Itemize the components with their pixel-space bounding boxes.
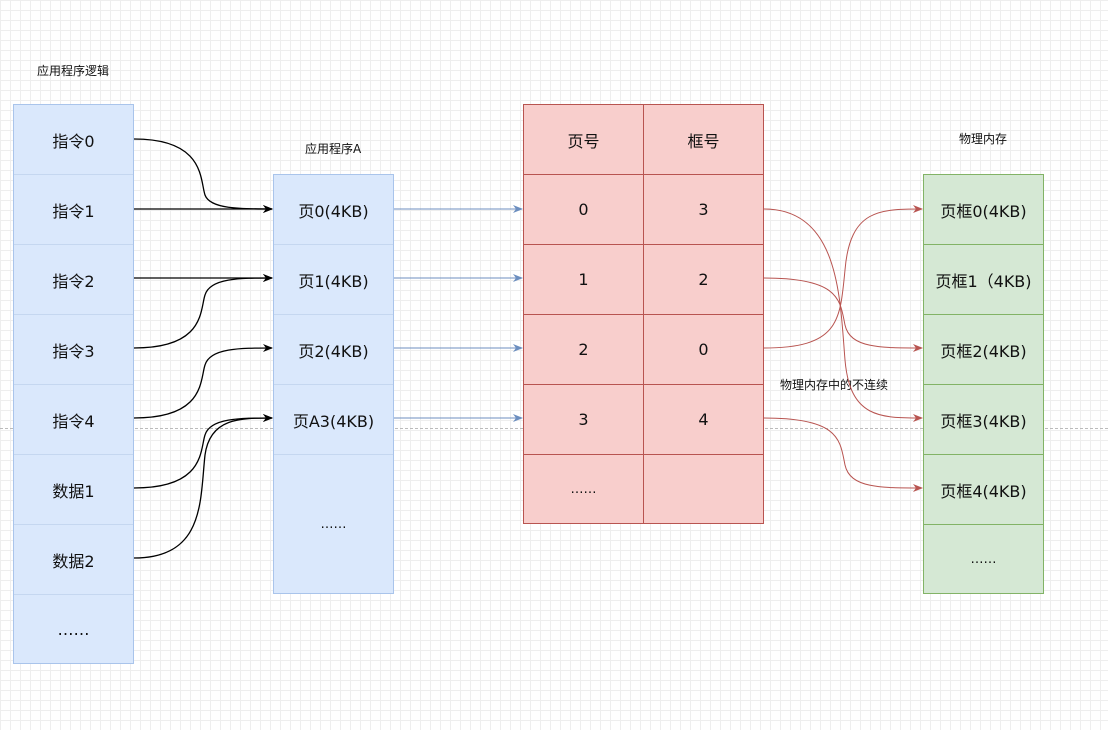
arrow-data1-to-page3 bbox=[133, 414, 273, 489]
frame-cell[interactable]: 页框3(4KB) bbox=[924, 385, 1043, 455]
table-header-frame-number: 框号 bbox=[644, 105, 763, 175]
logic-cell[interactable]: 指令1 bbox=[14, 175, 133, 245]
table-cell[interactable]: 0 bbox=[524, 175, 644, 245]
frame-cell[interactable]: 页框0(4KB) bbox=[924, 175, 1043, 245]
table-cell[interactable]: …… bbox=[524, 455, 644, 523]
arrow-row1-to-frame2 bbox=[763, 277, 923, 352]
table-header-page-number: 页号 bbox=[524, 105, 644, 175]
logic-cell[interactable]: 指令2 bbox=[14, 245, 133, 315]
arrow-row2-to-frame0 bbox=[763, 205, 923, 349]
arrow-row3-to-frame4 bbox=[763, 417, 923, 492]
table-cell[interactable]: 3 bbox=[524, 385, 644, 455]
logic-cell[interactable]: …… bbox=[57, 619, 90, 639]
app-pages-column: 页0(4KB) 页1(4KB) 页2(4KB) 页A3(4KB) …… bbox=[273, 174, 394, 594]
logic-column: 指令0 指令1 指令2 指令3 指令4 数据1 数据2 …… bbox=[13, 104, 134, 664]
logic-cell[interactable]: 数据1 bbox=[14, 455, 133, 525]
frame-cell[interactable]: …… bbox=[970, 551, 997, 567]
arrow-instr4-to-page2 bbox=[133, 344, 273, 419]
logic-title: 应用程序逻辑 bbox=[37, 64, 110, 78]
page-cell[interactable]: 页1(4KB) bbox=[274, 245, 393, 315]
physical-memory-title: 物理内存 bbox=[959, 132, 1008, 146]
arrow-instr3-to-page1 bbox=[133, 274, 273, 349]
frame-cell[interactable]: 页框2(4KB) bbox=[924, 315, 1043, 385]
page-cell[interactable]: 页0(4KB) bbox=[274, 175, 393, 245]
logic-cell[interactable]: 指令4 bbox=[14, 385, 133, 455]
physical-frames-column: 页框0(4KB) 页框1（4KB) 页框2(4KB) 页框3(4KB) 页框4(… bbox=[923, 174, 1044, 594]
app-title: 应用程序A bbox=[305, 142, 362, 156]
frame-cell[interactable]: 页框1（4KB) bbox=[924, 245, 1043, 315]
table-cell[interactable]: 0 bbox=[644, 315, 763, 385]
table-cell[interactable]: 1 bbox=[524, 245, 644, 315]
page-table: 页号 框号 0 3 1 2 2 0 3 4 …… bbox=[523, 104, 764, 524]
arrow-data2-to-page3 bbox=[133, 414, 273, 559]
table-cell[interactable]: 4 bbox=[644, 385, 763, 455]
discontinuous-note: 物理内存中的不连续 bbox=[780, 378, 889, 392]
arrow-row0-to-frame3 bbox=[763, 208, 923, 422]
page-cell[interactable]: …… bbox=[320, 516, 347, 532]
page-cell[interactable]: 页2(4KB) bbox=[274, 315, 393, 385]
table-cell[interactable]: 2 bbox=[524, 315, 644, 385]
logic-cell[interactable]: 指令3 bbox=[14, 315, 133, 385]
table-cell[interactable]: 2 bbox=[644, 245, 763, 315]
table-cell[interactable]: 3 bbox=[644, 175, 763, 245]
logic-cell[interactable]: 数据2 bbox=[14, 525, 133, 595]
arrow-instr0-to-page0 bbox=[133, 138, 273, 213]
page-cell[interactable]: 页A3(4KB) bbox=[274, 385, 393, 455]
logic-cell[interactable]: 指令0 bbox=[14, 105, 133, 175]
frame-cell[interactable]: 页框4(4KB) bbox=[924, 455, 1043, 525]
